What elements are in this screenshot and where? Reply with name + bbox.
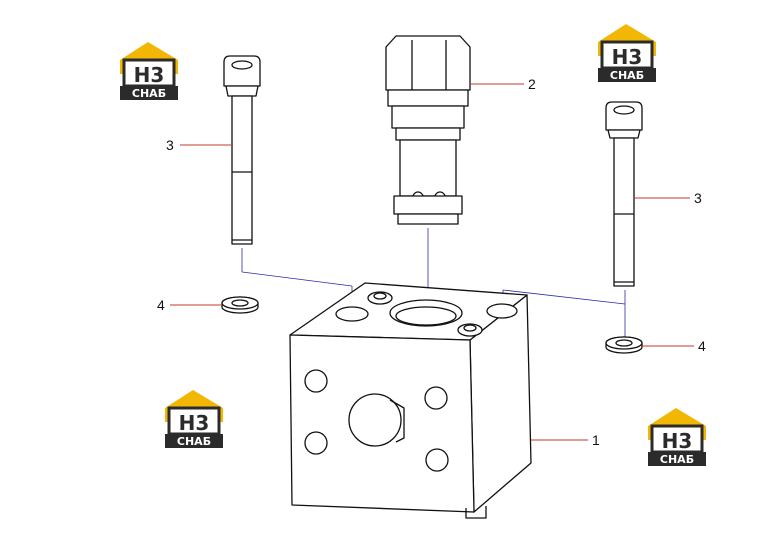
svg-text:H3: H3 [134, 63, 165, 87]
part-4-washer-left [221, 296, 259, 314]
part-3-cap-screw-right [605, 101, 643, 287]
brand-logo-top-left: H3 СНАБ [118, 40, 180, 102]
svg-text:СНАБ: СНАБ [132, 87, 166, 100]
svg-text:СНАБ: СНАБ [177, 435, 211, 448]
part-1-manifold-block [289, 282, 532, 519]
brand-logo-top-right: H3 СНАБ [596, 22, 658, 84]
svg-text:H3: H3 [612, 45, 643, 69]
callout-4-right: 4 [698, 338, 706, 354]
callout-4-left: 4 [157, 297, 165, 313]
brand-logo-bottom-right: H3 СНАБ [646, 406, 708, 468]
part-3-cap-screw-left [223, 55, 261, 245]
callout-2: 2 [528, 76, 536, 92]
svg-text:H3: H3 [179, 411, 210, 435]
part-2-cartridge-valve [385, 35, 471, 225]
leader-lines [170, 83, 694, 441]
callout-1: 1 [592, 432, 600, 448]
part-4-washer-right [605, 336, 643, 354]
callout-3-left: 3 [166, 137, 174, 153]
svg-text:H3: H3 [662, 429, 693, 453]
svg-text:СНАБ: СНАБ [660, 453, 694, 466]
svg-text:СНАБ: СНАБ [610, 69, 644, 82]
callout-3-right: 3 [694, 190, 702, 206]
brand-logo-mid-left: H3 СНАБ [163, 388, 225, 450]
